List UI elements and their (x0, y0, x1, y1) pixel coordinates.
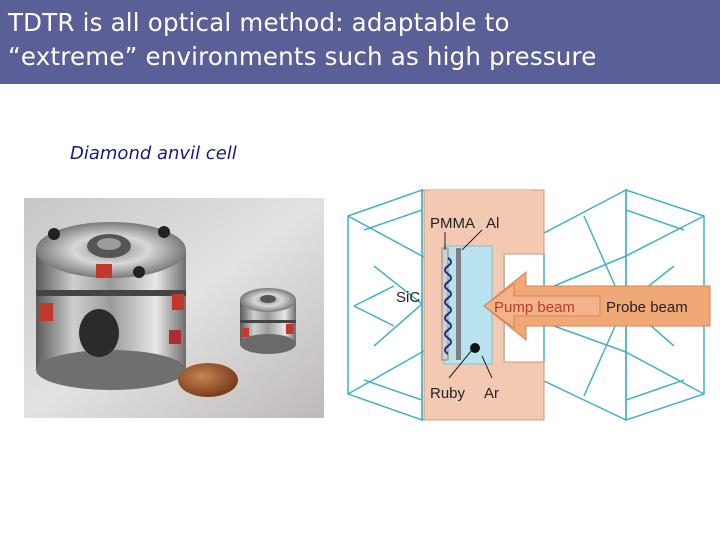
label-ruby: Ruby (430, 385, 466, 402)
photo-caption: Diamond anvil cell (70, 143, 237, 164)
large-cell (36, 222, 186, 390)
dac-schematic: PMMA Al SiC Pump beam Probe beam Ruby Ar (344, 186, 716, 422)
label-pump-beam: Pump beam (494, 299, 575, 316)
ruby-particle (470, 343, 480, 353)
penny (178, 363, 238, 397)
al-layer (456, 248, 461, 360)
label-pmma: PMMA (430, 215, 475, 232)
slide-title: TDTR is all optical method: adaptable to… (8, 6, 713, 74)
small-cell (240, 288, 296, 354)
label-sic: SiC (396, 289, 420, 306)
diamond-anvil-cell-photo (24, 198, 324, 418)
label-probe-beam: Probe beam (606, 299, 688, 316)
label-ar: Ar (484, 385, 499, 402)
label-al: Al (486, 215, 499, 232)
title-bar: TDTR is all optical method: adaptable to… (0, 0, 720, 84)
